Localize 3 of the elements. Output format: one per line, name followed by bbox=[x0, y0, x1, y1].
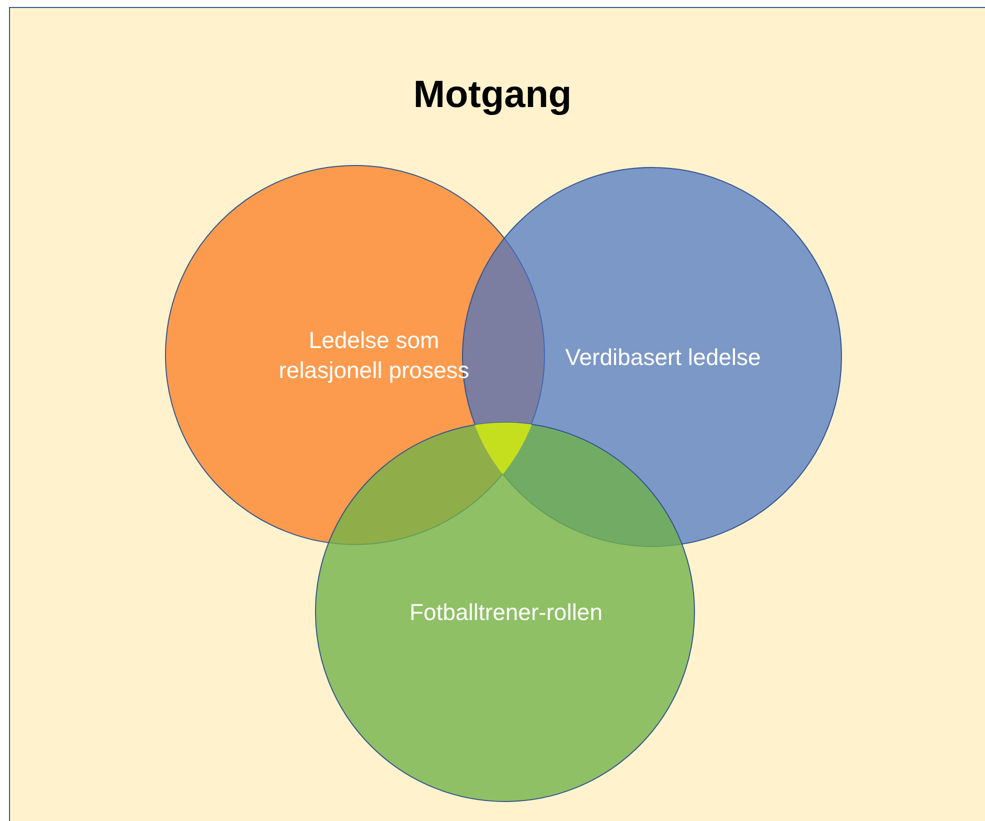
circle-label: Fotballtrener-rollen bbox=[408, 598, 604, 627]
circle-label: Verdibasert ledelse bbox=[564, 343, 762, 372]
diagram-title: Motgang bbox=[412, 74, 573, 117]
